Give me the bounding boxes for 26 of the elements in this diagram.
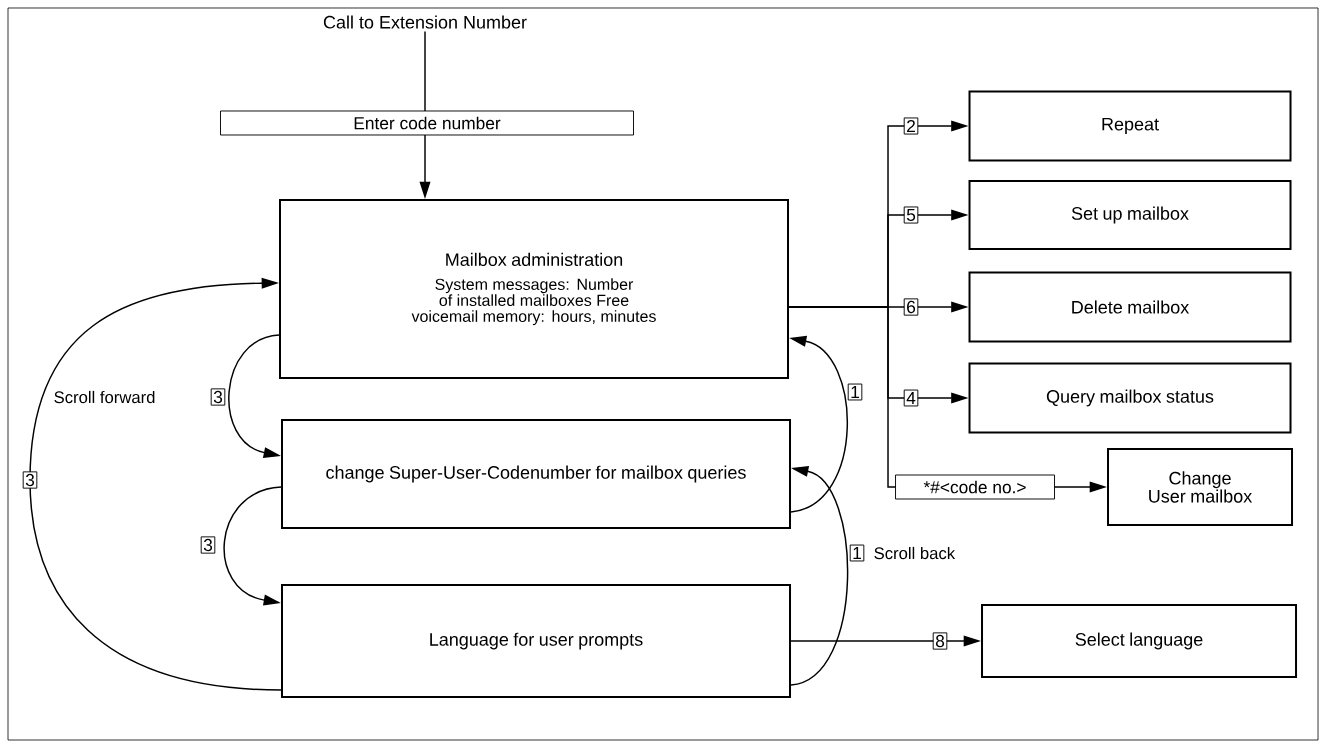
edge-label: 4 <box>903 389 919 407</box>
process-box: Change User mailbox <box>1107 448 1293 526</box>
process-box: Query mailbox status <box>968 362 1292 434</box>
arrow <box>29 277 282 691</box>
edge-label: 1 <box>849 544 865 562</box>
process-box: Mailbox administration System messages: Number of installed mailboxes Free voicemail memory: hours, minutes <box>279 199 789 379</box>
title-text: Call to Extension Number <box>323 15 527 29</box>
edge-label: 3 <box>210 388 226 406</box>
process-box: Select language <box>981 604 1297 678</box>
edge-label: 2 <box>903 117 919 135</box>
edge-label: Enter code number <box>220 110 634 136</box>
edge-label: 3 <box>22 471 38 489</box>
edge-label: 8 <box>932 632 948 650</box>
edge-label: *#<code no.> <box>895 474 1055 500</box>
arrow <box>223 486 282 606</box>
process-box: Delete mailbox <box>968 271 1292 343</box>
annotation-text: Scroll back <box>874 546 956 560</box>
edge-label: 3 <box>200 536 216 554</box>
annotation-text: Scroll forward <box>54 390 155 404</box>
process-box: change Super-User-Codenumber for mailbox queries <box>281 419 791 529</box>
process-box: Set up mailbox <box>968 180 1292 250</box>
process-box: Language for user prompts <box>281 584 791 698</box>
edge-label: 1 <box>847 383 863 401</box>
edge-label: 5 <box>903 206 919 224</box>
edge-label: 6 <box>903 298 919 316</box>
process-box: Repeat <box>968 90 1292 162</box>
